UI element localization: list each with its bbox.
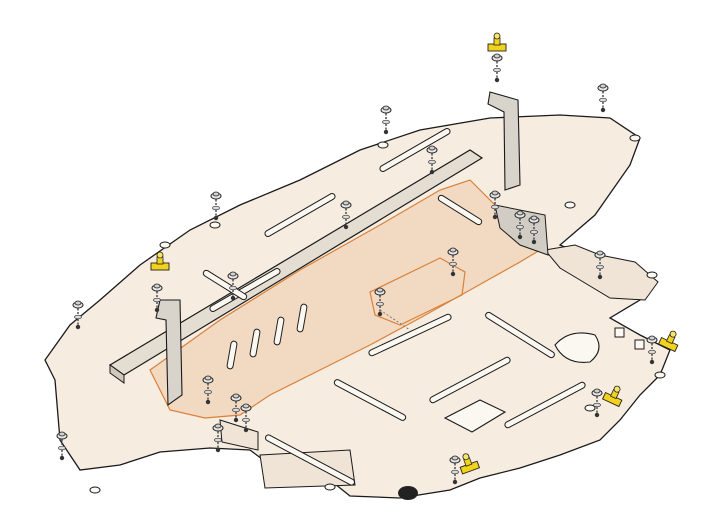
bolt-icon — [491, 53, 503, 83]
ribs — [202, 128, 586, 486]
drain-plug-icon — [398, 486, 418, 500]
right-flange — [544, 244, 659, 301]
oval-opening — [554, 332, 600, 363]
square-opening — [443, 399, 507, 433]
right-bracket — [487, 91, 521, 191]
left-bracket — [155, 299, 183, 407]
raised-panel — [369, 257, 466, 326]
mount-holes — [89, 134, 666, 494]
clip-nut-icon — [487, 32, 507, 52]
small-hole — [614, 327, 625, 338]
bolt-icon — [597, 83, 609, 113]
lower-tab — [259, 449, 356, 489]
cross-member-lip — [109, 364, 125, 384]
bolt-icon — [380, 105, 392, 135]
small-hole — [634, 339, 645, 350]
center-plate-section — [149, 179, 541, 419]
